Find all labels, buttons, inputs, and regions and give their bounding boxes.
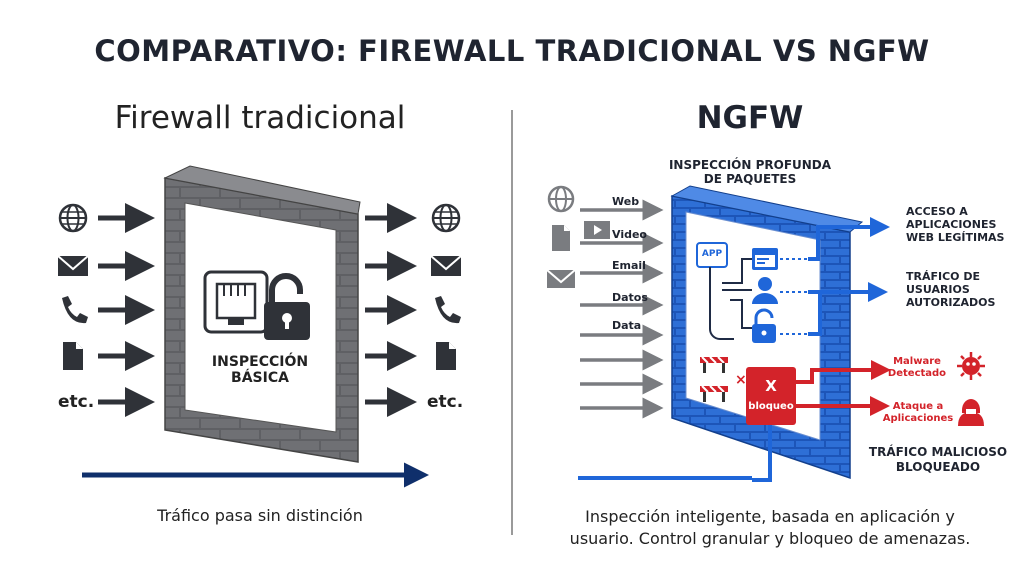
user-icon (752, 277, 778, 304)
right-caption-line2: usuario. Control granular y bloqueo de a… (569, 529, 971, 548)
mail-icon (546, 269, 576, 288)
document-icon (552, 225, 570, 251)
open-padlock-icon (264, 273, 310, 340)
blocked-traffic-label: TRÁFICO MALICIOSO BLOQUEADO (858, 445, 1018, 475)
browser-window-icon (752, 248, 778, 270)
threat-attack-line1: Ataque a (892, 401, 944, 412)
left-caption: Tráfico pasa sin distinción (157, 506, 363, 525)
traffic-label-datos: Datos (612, 291, 648, 304)
ngfw-input-arrows (580, 199, 664, 419)
traffic-label-web: Web (612, 195, 640, 208)
etc-input-label: etc. (58, 392, 95, 412)
blocked-traffic-exit-arrow (752, 425, 772, 482)
traffic-label-data: Data (612, 319, 642, 332)
video-icon (584, 221, 610, 239)
threat-arrows (796, 360, 891, 416)
right-caption-line1: Inspección inteligente, basada en aplica… (585, 507, 955, 526)
deep-inspection-line2: DE PAQUETES (703, 172, 797, 186)
phone-icon (62, 296, 88, 324)
network-port-icon (203, 270, 269, 334)
etc-output-label: etc. (427, 392, 464, 412)
output-users-line1: TRÁFICO DE (906, 270, 980, 283)
app-badge (696, 242, 728, 268)
mail-icon (57, 255, 89, 276)
threat-attack-line2: Aplicaciones (882, 413, 954, 424)
dotted-connectors (780, 258, 808, 335)
phone-icon (435, 296, 461, 324)
wall-label-line2: BÁSICA (231, 370, 289, 386)
output-apps-line3: WEB LEGÍTIMAS (906, 231, 1005, 244)
blocked-traffic-line2: BLOQUEADO (895, 460, 981, 474)
page-title: COMPARATIVO: FIREWALL TRADICIONAL VS NGF… (94, 34, 930, 68)
left-heading: Firewall tradicional (114, 100, 406, 136)
left-output-arrows (365, 203, 417, 417)
output-label-apps: ACCESO A APLICACIONES WEB LEGÍTIMAS (906, 205, 1004, 244)
globe-icon (58, 203, 88, 233)
app-badge-label: APP (701, 249, 723, 259)
threat-label-malware: Malware Detectado (882, 356, 952, 380)
output-label-users: TRÁFICO DE USUARIOS AUTORIZADOS (906, 270, 995, 309)
threat-label-attack: Ataque a Aplicaciones (880, 401, 956, 425)
barrier-icon (700, 356, 728, 373)
traffic-label-email: Email (612, 259, 646, 272)
wall-label-line1: INSPECCIÓN (211, 354, 309, 370)
blocked-x-mark: × (735, 372, 747, 388)
blocked-traffic-line1: TRÁFICO MALICIOSO (868, 445, 1008, 459)
deep-inspection-line1: INSPECCIÓN PROFUNDA (668, 158, 832, 172)
wall-label: INSPECCIÓN BÁSICA (200, 354, 320, 386)
deep-inspection-label: INSPECCIÓN PROFUNDA DE PAQUETES (660, 158, 840, 186)
output-apps-line1: ACCESO A (906, 205, 968, 218)
threat-malware-line2: Detectado (887, 368, 947, 379)
hacker-icon (958, 399, 984, 426)
block-label: bloqueo (748, 401, 794, 412)
block-box (746, 367, 796, 425)
output-users-line2: USUARIOS (906, 283, 970, 296)
right-heading: NGFW (696, 100, 804, 136)
document-icon (436, 342, 456, 370)
threat-malware-line1: Malware (893, 356, 941, 367)
output-users-line3: AUTORIZADOS (906, 296, 996, 309)
output-apps-line2: APLICACIONES (906, 218, 997, 231)
block-x-label: X (765, 377, 777, 395)
right-caption: Inspección inteligente, basada en aplica… (535, 506, 1005, 550)
globe-icon (431, 203, 461, 233)
left-input-arrows (98, 203, 155, 417)
mail-icon (430, 255, 462, 276)
globe-icon (547, 185, 575, 213)
classification-tree (709, 258, 752, 340)
ngfw-output-arrows (808, 217, 890, 336)
virus-icon (957, 352, 985, 380)
traffic-label-video: Video (612, 228, 647, 241)
barrier-icon (700, 385, 728, 402)
unlocked-padlock-icon (752, 308, 776, 343)
divider (511, 110, 513, 535)
document-icon (63, 342, 83, 370)
